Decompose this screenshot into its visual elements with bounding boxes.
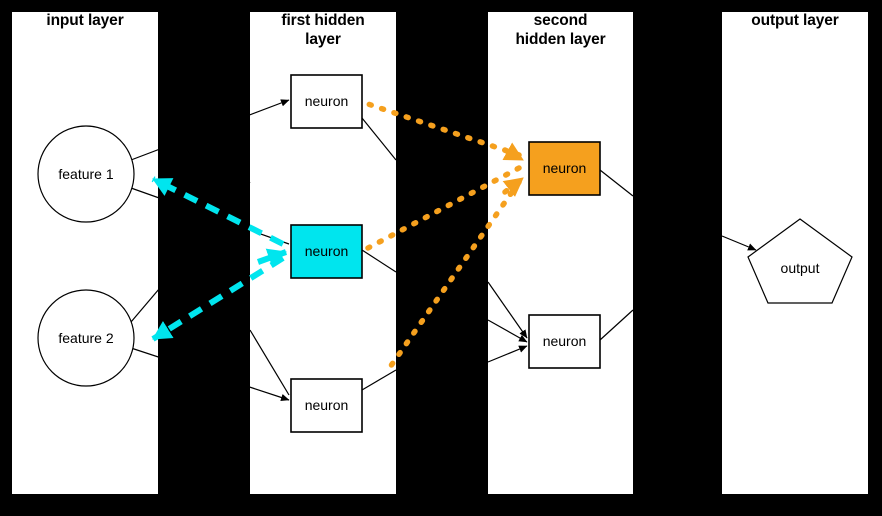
node-feature-1[interactable] [37, 125, 135, 223]
orange-edge-h2n1-to-h1n3 [385, 179, 522, 373]
orange-edge-arrow-lower [502, 175, 526, 197]
edge-h2n2-to-output [599, 309, 634, 341]
node-output[interactable] [747, 218, 853, 304]
edge-h2-in-bot [487, 345, 528, 363]
highlight-edges-cyan [151, 176, 288, 342]
edges-input-to-hidden1 [130, 99, 290, 402]
edge-feature1-to-h1n1 [130, 99, 290, 161]
edge-h1n1-to-h2n2 [361, 117, 397, 161]
node-h1-neuron-1[interactable] [290, 74, 363, 129]
node-h2-neuron-1[interactable] [528, 141, 601, 196]
layer-title-hidden-2-line-1: second [533, 12, 588, 29]
orange-edge-h2n1-to-h1n2 [365, 165, 522, 251]
cyan-edge-into-h1n2 [256, 248, 288, 268]
edge-h2n1-to-output [599, 169, 634, 197]
edge-h2-in-top [487, 281, 528, 339]
cyan-edge-h1n2-to-feature1 [151, 176, 285, 247]
highlight-edges-orange [365, 101, 526, 373]
orange-edge-arrow-upper [502, 142, 526, 163]
node-feature-2[interactable] [37, 289, 135, 387]
layer-title-output-text: output layer [751, 12, 839, 29]
edge-into-output-node [721, 235, 757, 251]
layer-title-output: output layer [722, 11, 868, 30]
layer-title-input: input layer [12, 11, 158, 30]
edges-hidden1-to-hidden2 [361, 117, 528, 391]
edge-feature2-to-h1n3-b [249, 329, 290, 396]
edge-h1n2-to-h2n2 [361, 249, 397, 273]
edges-hidden2-to-output [599, 169, 757, 341]
edge-feature2-to-h1n1 [130, 181, 251, 323]
layer-panel-input [12, 12, 158, 494]
cyan-edge-h1n2-to-feature2 [151, 255, 285, 342]
layer-title-hidden-1-line-1: first hidden [281, 12, 365, 29]
layer-title-hidden-1: first hidden layer [250, 11, 396, 49]
edge-h2-in-mid [487, 319, 528, 343]
node-h1-neuron-2[interactable] [290, 224, 363, 279]
edge-feature1-to-h1n2 [130, 187, 290, 245]
node-h2-neuron-2[interactable] [528, 314, 601, 369]
layer-title-hidden-2-line-2: hidden layer [515, 31, 606, 48]
edge-h1n3-to-h2n2 [361, 369, 397, 391]
orange-edge-h2n1-to-h1n1 [365, 101, 522, 158]
layer-title-input-text: input layer [46, 12, 124, 29]
edge-feature2-to-h1n3 [130, 347, 290, 402]
layer-title-hidden-2: second hidden layer [488, 11, 633, 49]
layer-title-hidden-1-line-2: layer [305, 31, 341, 48]
layer-panel-hidden-2 [488, 12, 633, 494]
node-h1-neuron-3[interactable] [290, 378, 363, 433]
